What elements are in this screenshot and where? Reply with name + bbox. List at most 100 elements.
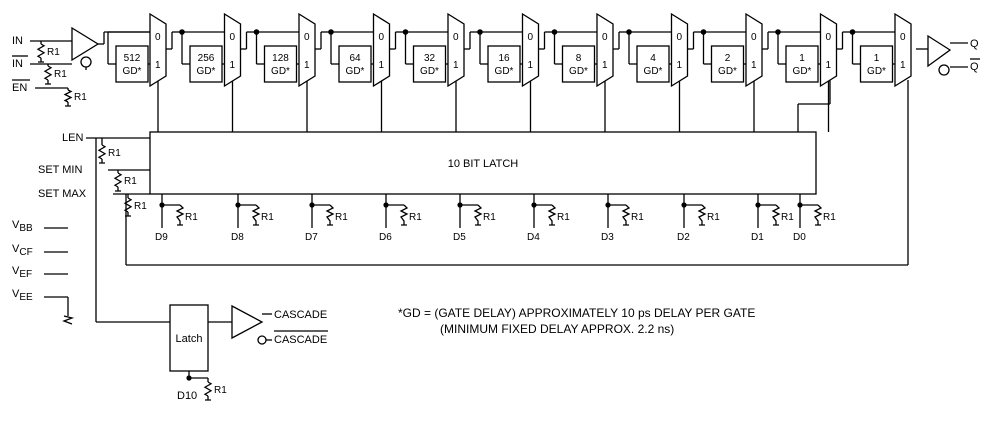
- set-max-label: SET MAX: [38, 188, 87, 200]
- supply-vbb: VBB: [12, 219, 33, 234]
- delay-count: 4: [650, 53, 656, 64]
- resistor-label: R1: [74, 92, 87, 103]
- resistor: [399, 204, 409, 226]
- mux-input-0-label: 0: [826, 32, 832, 43]
- cascade-buffer: [231, 304, 267, 345]
- resistor-label: R1: [54, 69, 67, 80]
- output-labels: Q Q CASCADE CASCADE: [274, 38, 980, 346]
- resistor: R1: [63, 89, 87, 107]
- delay-block: [115, 45, 149, 83]
- delay-count: 16: [498, 53, 510, 64]
- latch-label: 10 BIT LATCH: [448, 158, 519, 170]
- resistor: R1: [43, 65, 67, 85]
- delay-count: 8: [576, 53, 582, 64]
- resistor: [251, 204, 261, 226]
- data-pin-label: D7: [305, 232, 318, 243]
- ten-bit-latch: 10 BIT LATCH: [149, 131, 817, 195]
- delay-unit: GD*: [346, 66, 365, 77]
- resistor: [813, 204, 823, 226]
- mux-input-0-label: 0: [528, 32, 534, 43]
- resistor-label: R1: [781, 212, 794, 223]
- delay-unit: GD*: [495, 66, 514, 77]
- delay-count: 64: [349, 53, 361, 64]
- junction-dot: [179, 29, 185, 35]
- resistor-label: R1: [124, 176, 137, 187]
- in-label: IN: [12, 35, 23, 47]
- mux: [745, 12, 763, 88]
- resistor-label: R1: [409, 212, 422, 223]
- cascade-label: CASCADE: [274, 309, 327, 321]
- mux: [819, 12, 838, 88]
- resistor-label: R1: [335, 212, 348, 223]
- mux: [521, 12, 540, 88]
- junction-dot: [328, 29, 334, 35]
- resistor: R1: [123, 197, 147, 217]
- mux-input-1-label: 1: [602, 60, 608, 71]
- data-pin-label: D8: [231, 232, 244, 243]
- mux-input-1-label: 1: [528, 60, 534, 71]
- resistor: R1: [97, 144, 121, 164]
- delay-block: [338, 45, 372, 83]
- mux: [149, 12, 167, 88]
- data-pin-label: D4: [527, 232, 540, 243]
- mux-input-1-label: 1: [155, 60, 161, 71]
- mux: [894, 12, 912, 88]
- input-buffer: [71, 26, 100, 70]
- resistor-label: R1: [261, 212, 274, 223]
- notes: *GD = (GATE DELAY) APPROXIMATELY 10 ps D…: [398, 306, 755, 336]
- cascade-bar-label: CASCADE: [274, 334, 327, 346]
- mux-input-0-label: 0: [677, 32, 683, 43]
- in-bar-label: IN: [12, 58, 23, 70]
- resistor: R1: [203, 381, 227, 401]
- resistor: [697, 204, 707, 226]
- mux: [670, 12, 689, 88]
- junction-dot: [477, 29, 483, 35]
- mux: [596, 12, 614, 88]
- resistor-label: R1: [47, 47, 60, 58]
- q-label: Q: [970, 38, 979, 50]
- resistor: [771, 204, 781, 226]
- delay-count: 1: [874, 53, 880, 64]
- delay-count: 1: [799, 53, 805, 64]
- mux-input-0-label: 0: [304, 32, 310, 43]
- mux: [298, 12, 316, 88]
- resistor: R1: [113, 172, 137, 192]
- supply-vcf: VCF: [12, 243, 33, 258]
- delay-stages: 01512GD*01256GD*01128GD*0164GD*0132GD*01…: [107, 12, 912, 132]
- resistor-label: R1: [707, 212, 720, 223]
- mux-input-1-label: 1: [900, 60, 906, 71]
- resistor: [175, 204, 185, 226]
- resistor-label: R1: [823, 212, 836, 223]
- input-labels: IN IN EN LEN SET MIN SET MAX: [12, 35, 87, 200]
- mux-input-0-label: 0: [453, 32, 459, 43]
- junction-dot: [775, 29, 781, 35]
- delay-count: 512: [124, 53, 141, 64]
- resistor-label: R1: [214, 385, 227, 396]
- mux-input-0-label: 0: [230, 32, 236, 43]
- resistor: R1: [36, 43, 60, 63]
- mux-input-0-label: 0: [751, 32, 757, 43]
- junction-dot: [551, 29, 558, 35]
- d10-label: D10: [177, 390, 197, 402]
- data-pin-label: D6: [379, 232, 392, 243]
- q-bar-label: Q: [970, 61, 979, 73]
- data-pin-label: D1: [751, 232, 764, 243]
- mux-input-1-label: 1: [304, 60, 310, 71]
- resistor-label: R1: [185, 212, 198, 223]
- delay-count: 256: [198, 53, 215, 64]
- static-wiring: [30, 31, 968, 341]
